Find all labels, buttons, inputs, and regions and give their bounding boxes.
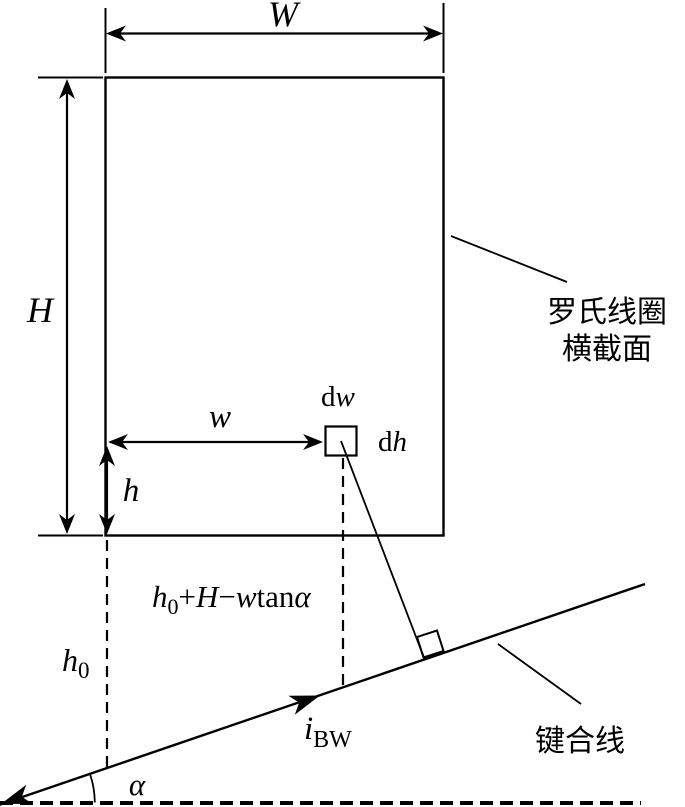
label-current-ibw: iBW	[304, 711, 352, 753]
label-coil-annotation-line2: 横截面	[562, 332, 652, 367]
h-arrowhead-bottom	[99, 514, 115, 534]
bond-wire-arrowhead-left	[1, 784, 33, 804]
label-dw-d: d	[321, 381, 336, 413]
label-alpha: α	[129, 767, 146, 802]
label-coil-annotation-line1: 罗氏线圈	[547, 295, 667, 330]
formula-w: w	[236, 579, 257, 614]
formula-sub0: 0	[168, 594, 179, 619]
formula-plus: +	[179, 579, 196, 614]
label-dw: dw	[321, 381, 356, 413]
current-direction-arrowhead	[288, 695, 320, 715]
width-arrowhead-right	[423, 25, 443, 42]
h-arrowhead-top	[99, 446, 115, 466]
leader-line-coil	[450, 235, 568, 283]
height-arrowhead-top	[59, 79, 75, 99]
current-sub: BW	[313, 727, 352, 753]
formula-h: h	[152, 579, 168, 614]
w-arrowhead-right	[303, 434, 323, 450]
perpendicular-line	[340, 440, 426, 660]
bond-wire-line	[0, 582, 646, 806]
label-dw-var: w	[336, 381, 356, 413]
formula-tan: tan	[257, 579, 295, 614]
label-dh-d: d	[378, 426, 393, 458]
right-angle-mark	[415, 629, 445, 659]
formula-H: H	[195, 579, 220, 614]
w-arrowhead-left	[108, 434, 128, 450]
label-bond-wire-annotation: 键合线	[535, 724, 625, 759]
label-W: W	[268, 0, 301, 34]
angle-arc	[89, 773, 96, 803]
leader-line-bond-wire	[497, 643, 582, 705]
label-height-formula: h0+H−wtanα	[152, 579, 311, 619]
coil-cross-section-rect	[104, 76, 445, 537]
h0-base: h	[62, 642, 78, 678]
label-dh: dh	[378, 426, 407, 458]
formula-minus: −	[218, 579, 235, 614]
label-H: H	[26, 290, 55, 330]
current-base: i	[304, 711, 313, 747]
label-h: h	[123, 473, 140, 509]
width-arrowhead-left	[106, 25, 126, 42]
label-dh-var: h	[393, 426, 408, 458]
formula-alpha: α	[294, 579, 311, 614]
label-h0: h0	[62, 642, 90, 683]
height-arrowhead-bottom	[59, 514, 75, 534]
h0-sub: 0	[78, 658, 90, 683]
label-w: w	[209, 399, 231, 435]
